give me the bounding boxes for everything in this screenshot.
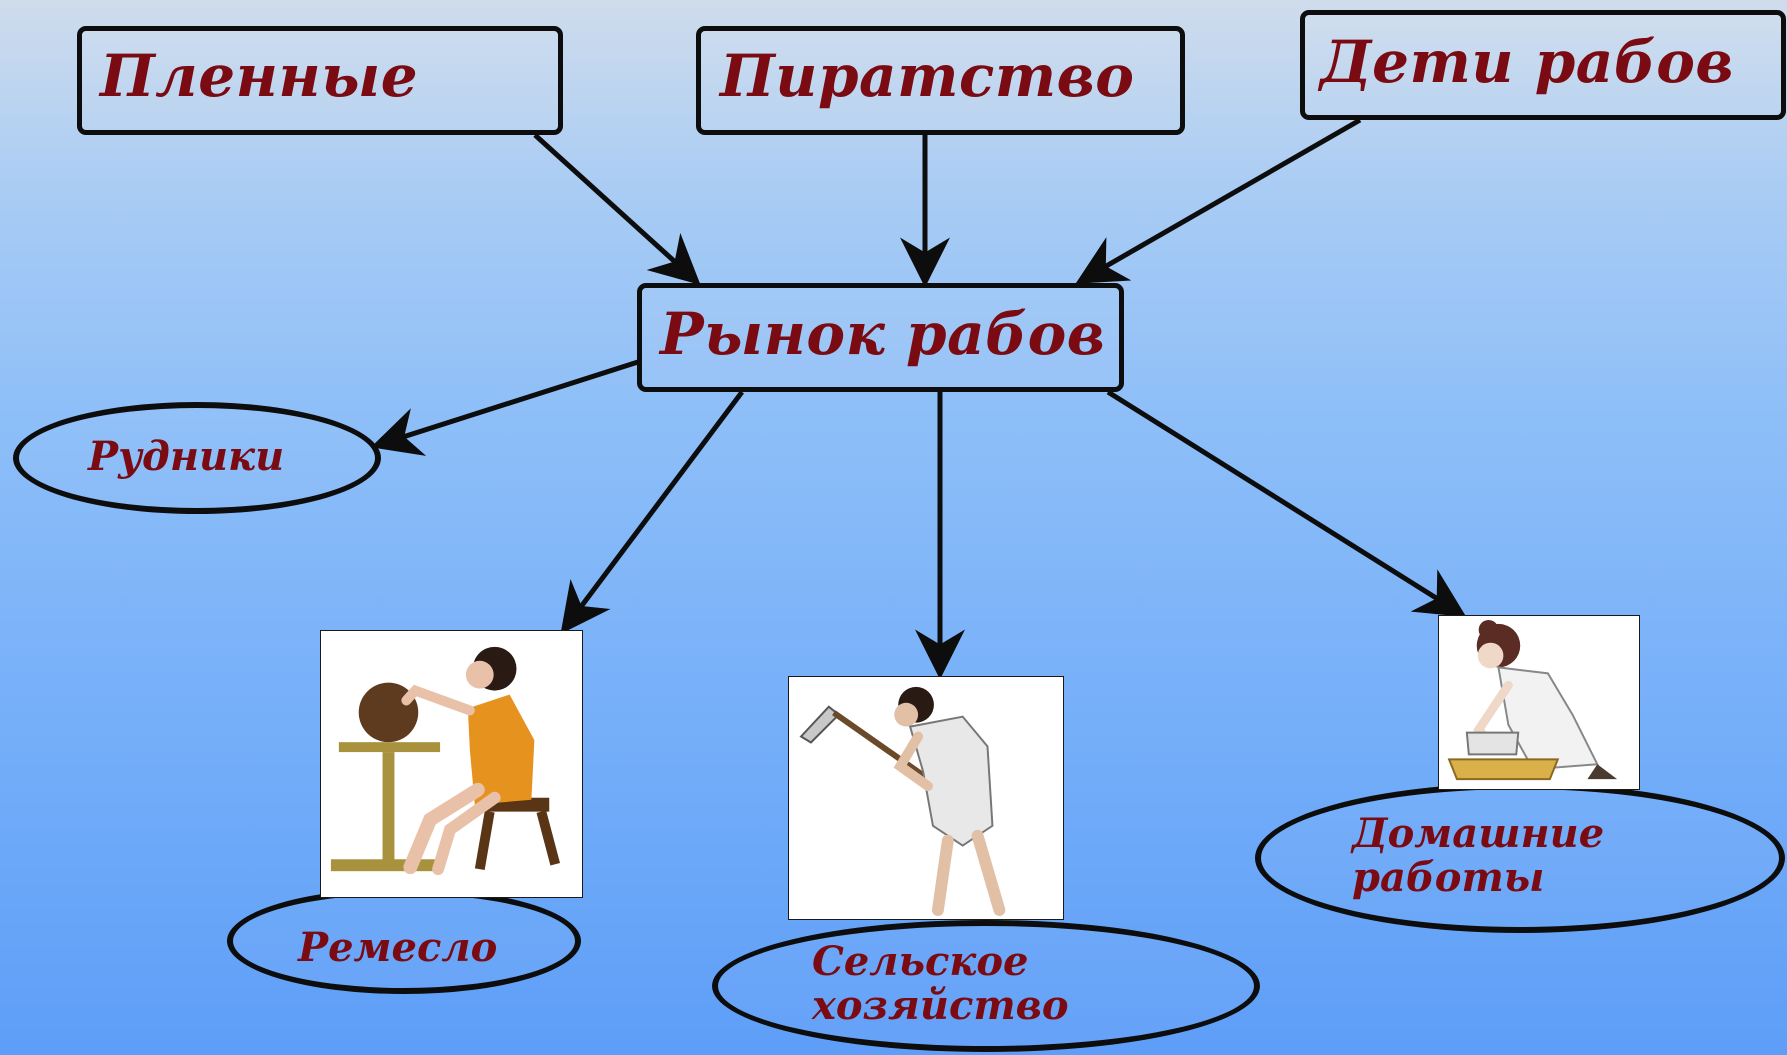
household-oval (1255, 783, 1785, 933)
crafts-label: Ремесло (298, 924, 498, 971)
captives-box (77, 26, 563, 135)
arrow-captives-to-market (533, 133, 701, 286)
farmer-picture (788, 676, 1064, 920)
arrow-market-to-mines (370, 359, 639, 456)
mines-label: Рудники (88, 433, 285, 480)
agriculture-label-line1: Сельское (812, 938, 1029, 985)
slave-market-box (637, 283, 1124, 392)
piracy-box (696, 26, 1185, 135)
washer-icon (1447, 619, 1618, 781)
agriculture-label-line2: хозяйство (812, 982, 1069, 1029)
arrow-market-to-household (1106, 389, 1467, 617)
arrow-children-to-market (1075, 117, 1362, 284)
washer-picture (1438, 615, 1640, 790)
children-of-slaves-label: Дети рабов (1320, 28, 1735, 96)
household-label-line1: Домашние (1352, 810, 1605, 857)
children-of-slaves-box (1300, 10, 1786, 120)
potter-picture (320, 630, 583, 898)
mines-oval (13, 402, 381, 514)
slave-market-label: Рынок рабов (660, 300, 1106, 368)
potter-icon (330, 646, 561, 876)
farmer-icon (799, 686, 1006, 917)
captives-label: Пленные (100, 42, 419, 110)
agriculture-oval (712, 920, 1260, 1052)
crafts-oval (227, 888, 581, 994)
piracy-label: Пиратство (720, 42, 1135, 110)
household-label-line2: работы (1352, 854, 1545, 901)
arrow-market-to-crafts (560, 390, 744, 634)
